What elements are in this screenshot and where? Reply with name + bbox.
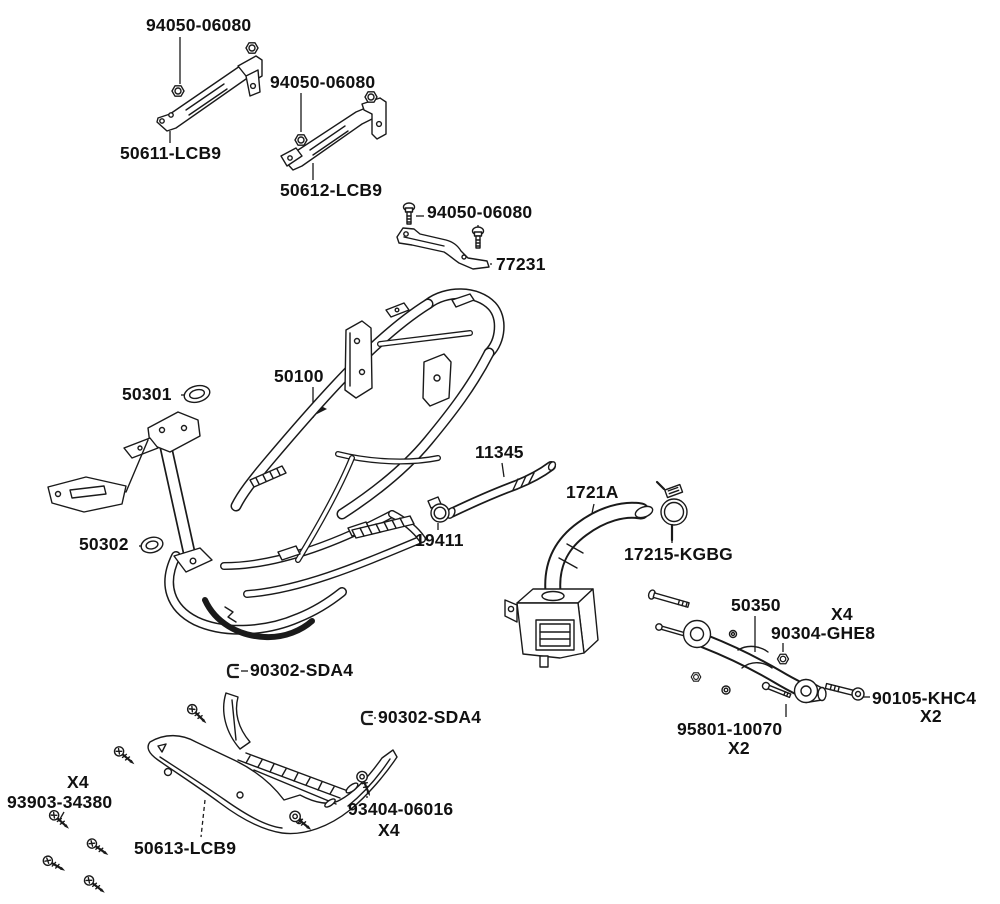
- air-duct-1721A-art: [504, 501, 654, 668]
- label-94050-3: 94050-06080: [427, 202, 533, 222]
- label-93404: 93404-06016: [348, 799, 454, 819]
- pipe-11345-art: [446, 461, 557, 519]
- label-x4-screws: X4: [67, 772, 89, 792]
- label-50350: 50350: [731, 595, 781, 615]
- label-19411: 19411: [415, 530, 464, 550]
- under-cover-50613-art: [147, 692, 398, 835]
- label-90302-2: 90302-SDA4: [378, 707, 482, 727]
- bolt-90105-icon: [824, 682, 865, 701]
- bracket-77231-art: [396, 227, 490, 270]
- label-x2-95801: X2: [728, 738, 750, 758]
- label-50301: 50301: [122, 384, 172, 404]
- label-50302: 50302: [79, 534, 129, 554]
- bracket-50612-art: [280, 97, 387, 171]
- label-x4-hanger: X4: [831, 604, 853, 624]
- label-17215: 17215-KGBG: [624, 544, 733, 564]
- label-77231: 77231: [496, 254, 546, 274]
- engine-hanger-50350-art: [647, 589, 865, 704]
- clamp-17215-art: [655, 480, 688, 542]
- grommet-50301-art: [183, 384, 211, 404]
- label-50613: 50613-LCB9: [134, 838, 237, 858]
- label-11345: 11345: [475, 442, 524, 462]
- label-93903: 93903-34380: [7, 792, 113, 812]
- label-90304: 90304-GHE8: [771, 623, 876, 643]
- bracket-50611-art: [156, 55, 263, 132]
- label-50612: 50612-LCB9: [280, 180, 383, 200]
- grommet-50302-art: [140, 536, 164, 554]
- label-90105: 90105-KHC4: [872, 688, 977, 708]
- label-94050-1: 94050-06080: [146, 15, 252, 35]
- frame-50100-art: [47, 288, 505, 641]
- label-90302-1: 90302-SDA4: [250, 660, 354, 680]
- clamp-19411-art: [427, 496, 450, 523]
- label-94050-2: 94050-06080: [270, 72, 376, 92]
- label-95801: 95801-10070: [677, 719, 783, 739]
- label-1721A: 1721A: [566, 482, 619, 502]
- label-50611: 50611-LCB9: [120, 143, 222, 163]
- label-50100: 50100: [274, 366, 324, 386]
- label-x2-90105: X2: [920, 706, 942, 726]
- label-x4-93404: X4: [378, 820, 400, 840]
